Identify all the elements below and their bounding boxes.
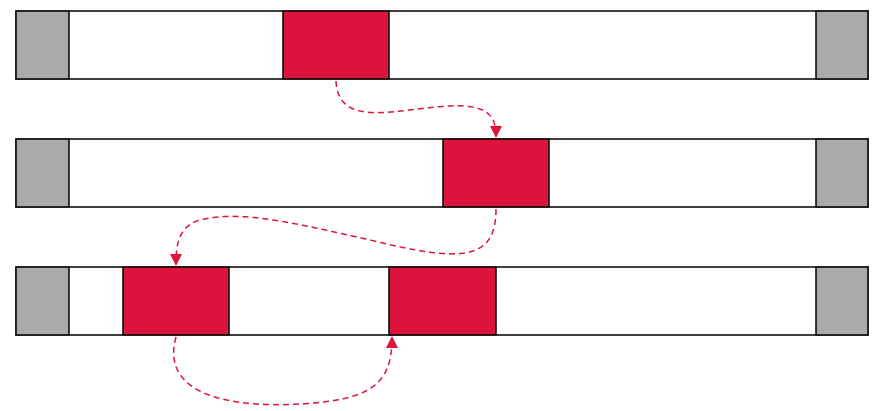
block-3 xyxy=(122,266,230,336)
track-3-right-cap xyxy=(815,266,869,336)
block-2 xyxy=(442,138,550,208)
arrow-1-to-2 xyxy=(335,80,502,138)
block-1 xyxy=(282,10,390,80)
track-1-body xyxy=(15,10,869,80)
track-2 xyxy=(15,138,869,208)
track-3 xyxy=(15,266,869,336)
track-2-body xyxy=(15,138,869,208)
block-4 xyxy=(388,266,497,336)
track-1-right-cap xyxy=(815,10,869,80)
track-1-left-cap xyxy=(15,10,70,80)
arrow-3-loop xyxy=(173,336,398,406)
track-1 xyxy=(15,10,869,80)
track-2-right-cap xyxy=(815,138,869,208)
track-2-left-cap xyxy=(15,138,70,208)
track-3-left-cap xyxy=(15,266,70,336)
arrow-2-to-3 xyxy=(170,208,497,266)
